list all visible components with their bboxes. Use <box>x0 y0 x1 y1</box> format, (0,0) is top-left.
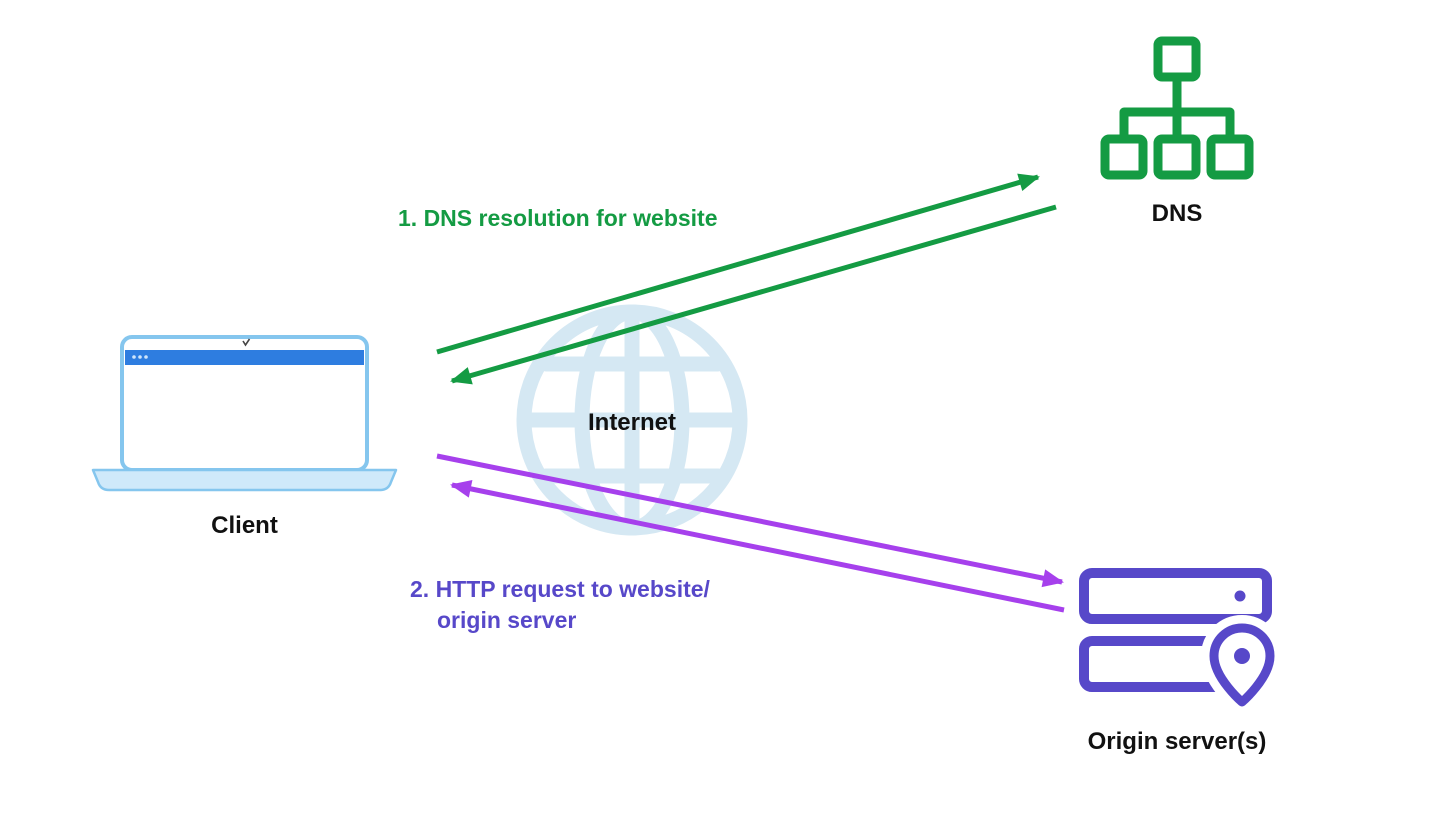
location-pin-icon <box>1201 615 1283 715</box>
http-request-arrows <box>436 453 1065 613</box>
http-flow-annotation: 2. HTTP request to website/ origin serve… <box>410 574 710 636</box>
internet-label: Internet <box>587 409 676 436</box>
client-label: Client <box>211 512 278 539</box>
client-laptop-icon <box>91 335 398 492</box>
dns-flow-annotation: 1. DNS resolution for website <box>398 205 718 231</box>
origin-server-label: Origin server(s) <box>1087 728 1267 755</box>
origin-server-icon <box>1079 568 1283 715</box>
dns-label: DNS <box>1151 200 1203 227</box>
http-flow-annotation-line1: 2. HTTP request to website/ <box>410 576 710 602</box>
internet-globe-icon <box>516 304 748 536</box>
http-flow-annotation-line2: origin server <box>437 607 577 633</box>
dns-resolution-arrows <box>436 173 1057 385</box>
dns-icon <box>1100 36 1254 180</box>
